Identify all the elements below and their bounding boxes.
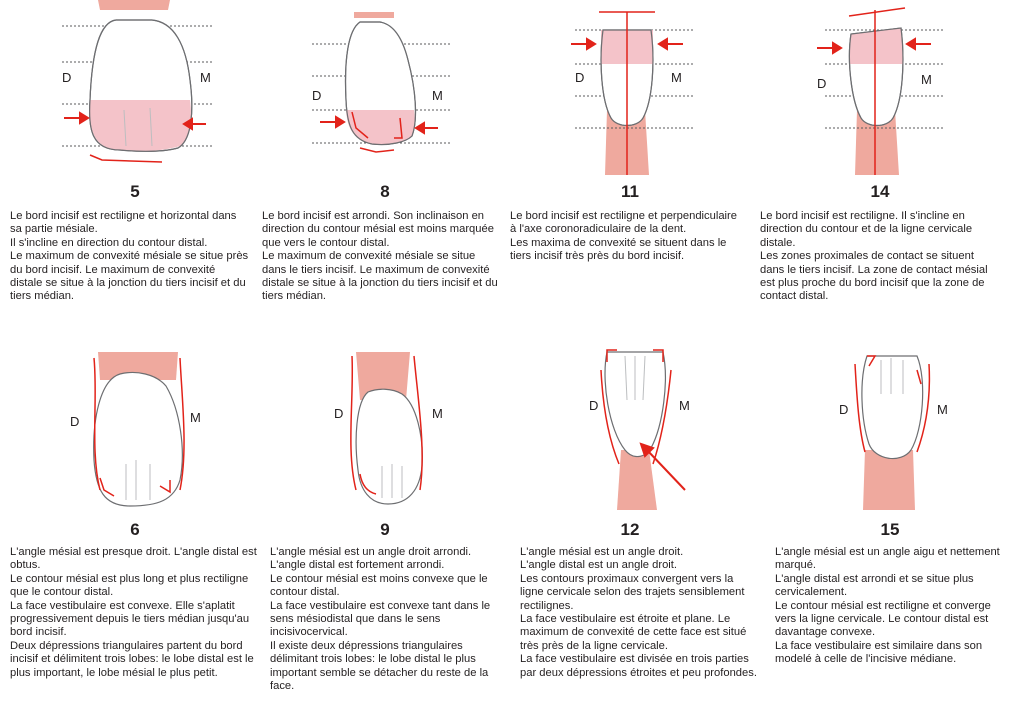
figure-number: 9 <box>380 520 390 539</box>
description-paragraph: Le contour mésial est moins convexe que … <box>270 572 488 599</box>
description-paragraph: Les contours proximaux convergent vers l… <box>520 572 745 612</box>
figure-description: Le bord incisif est rectiligne. Il s'inc… <box>760 210 996 304</box>
description-paragraph: La face vestibulaire est convexe tant da… <box>270 599 491 639</box>
label-mesial: M <box>921 72 932 87</box>
tooth-diagram-6: D M <box>40 340 230 510</box>
tooth-diagram-11: D M <box>545 0 715 175</box>
figure-description: L'angle mésial est un angle aigu et nett… <box>775 546 1015 667</box>
label-mesial: M <box>432 406 443 421</box>
tooth-diagram-5: D M <box>40 0 230 175</box>
description-paragraph: Le bord incisif est rectiligne. Il s'inc… <box>760 210 973 249</box>
label-distal: D <box>817 76 826 91</box>
label-distal: D <box>312 88 321 103</box>
description-paragraph: Deux dépressions triangulaires partent d… <box>10 639 254 679</box>
tooth-diagram-14: D M <box>795 0 965 175</box>
description-paragraph: L'angle mésial est un angle droit arrond… <box>270 546 472 572</box>
figure-description: Le bord incisif est arrondi. Son inclina… <box>262 210 498 304</box>
description-paragraph: Les zones proximales de contact se situe… <box>760 250 988 303</box>
tooth-diagram-12: D M <box>545 340 715 510</box>
figure-description: L'angle mésial est un angle droit arrond… <box>270 546 506 693</box>
tooth-diagram-8: D M <box>290 0 480 175</box>
label-distal: D <box>70 414 79 429</box>
figure-description: Le bord incisif est rectiligne et horizo… <box>10 210 250 304</box>
figure-number: 5 <box>130 182 140 201</box>
figure-number: 8 <box>380 182 390 201</box>
label-mesial: M <box>937 402 948 417</box>
figure-description: L'angle mésial est un angle droit. L'ang… <box>520 546 758 680</box>
description-paragraph: Le bord incisif est rectiligne et horizo… <box>10 210 237 236</box>
figure-number: 15 <box>880 520 900 539</box>
description-paragraph: La face vestibulaire est étroite et plan… <box>520 613 747 652</box>
description-paragraph: Il s'incline en direction du contour dis… <box>10 236 208 249</box>
label-distal: D <box>575 70 584 85</box>
description-paragraph: Il existe deux dépressions triangulaires… <box>270 639 489 693</box>
figure-description: Le bord incisif est rectiligne et perpen… <box>510 210 746 264</box>
label-distal: D <box>839 402 848 417</box>
description-paragraph: Les maxima de convexité se situent dans … <box>510 236 727 263</box>
description-paragraph: La face vestibulaire est convexe. Elle s… <box>10 599 250 639</box>
description-paragraph: L'angle mésial est un angle droit. <box>520 546 684 558</box>
description-paragraph: Le maximum de convexité mésiale se situe… <box>262 250 498 303</box>
label-mesial: M <box>679 398 690 413</box>
figure-number: 14 <box>870 182 890 201</box>
label-mesial: M <box>432 88 443 103</box>
description-paragraph: L'angle mésial est un angle aigu et nett… <box>775 546 1000 572</box>
label-distal: D <box>62 70 71 85</box>
label-mesial: M <box>671 70 682 85</box>
label-distal: D <box>589 398 598 413</box>
label-mesial: M <box>200 70 211 85</box>
description-paragraph: Le maximum de convexité mésiale se situe… <box>10 250 249 303</box>
label-distal: D <box>334 406 343 421</box>
tooth-diagram-15: D M <box>805 340 975 510</box>
tooth-diagram-9: D M <box>290 340 480 510</box>
figure-number: 6 <box>130 520 140 539</box>
description-paragraph: L'angle distal est un angle droit. <box>520 559 678 572</box>
description-paragraph: La face vestibulaire est divisée en troi… <box>520 653 757 679</box>
description-paragraph: L'angle mésial est presque droit. L'angl… <box>10 546 257 572</box>
figure-number: 11 <box>621 182 639 201</box>
description-paragraph: Le bord incisif est rectiligne et perpen… <box>510 210 737 236</box>
description-paragraph: La face vestibulaire est similaire dans … <box>775 639 983 666</box>
description-paragraph: Le bord incisif est arrondi. Son inclina… <box>262 210 494 249</box>
figure-number: 12 <box>620 520 640 539</box>
description-paragraph: Le contour mésial est plus long et plus … <box>10 572 249 599</box>
description-paragraph: Le contour mésial est rectiligne et conv… <box>775 599 991 639</box>
label-mesial: M <box>190 410 201 425</box>
description-paragraph: L'angle distal est arrondi et se situe p… <box>775 572 974 599</box>
figure-description: L'angle mésial est presque droit. L'angl… <box>10 546 258 680</box>
